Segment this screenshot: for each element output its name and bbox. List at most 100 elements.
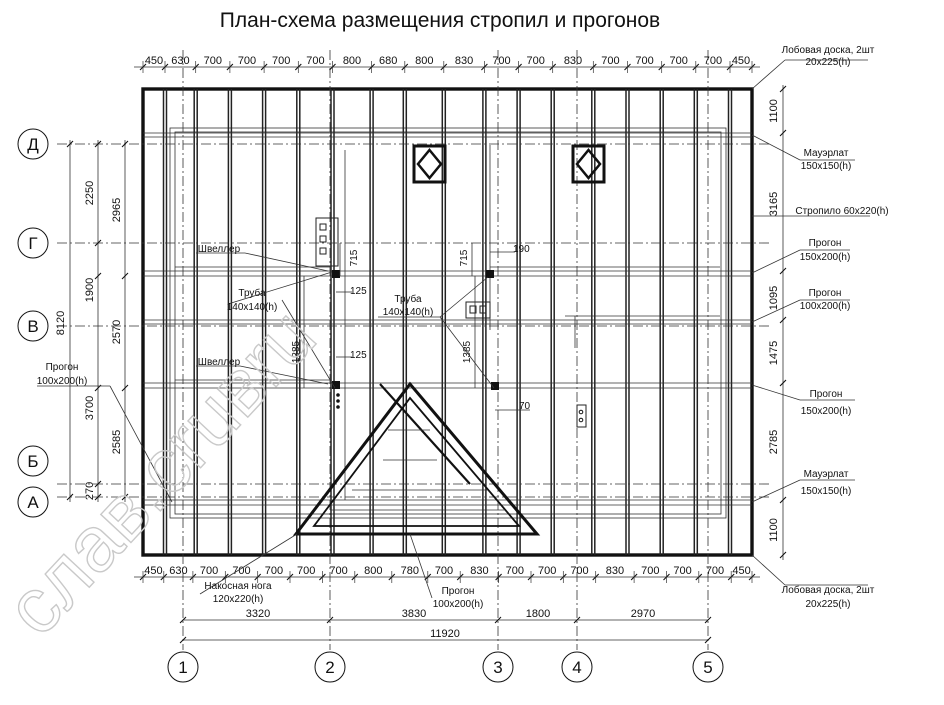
label-purlin-bot-2: 100x200(h) [433, 599, 484, 610]
top-dim-9: 830 [455, 55, 473, 67]
top-dim-0: 450 [145, 55, 163, 67]
label-purlin-left-2: 100x200(h) [37, 376, 88, 387]
callout-labels: Лобовая доска, 2шт 20x225(h) Мауэрлат 15… [37, 44, 889, 610]
inner-dimensions: 715 125 1385 125 715 190 1385 70 [291, 243, 531, 412]
bottom-dim-10: 830 [470, 565, 488, 577]
top-dim-7: 680 [379, 55, 397, 67]
label-hip-rafter-1: Накосная нога [204, 581, 272, 592]
right-dim-2: 1095 [768, 286, 780, 310]
right-dim-1: 3165 [768, 192, 780, 216]
inner-dim-715-b: 715 [459, 249, 470, 266]
label-purlin-v-2: 100x200(h) [800, 301, 851, 312]
top-dim-11: 700 [527, 55, 545, 67]
span-dimensions: 3320 3830 1800 2970 11920 [179, 608, 712, 644]
inner-dim-715-a: 715 [349, 249, 360, 266]
inner-dim-190: 190 [513, 244, 530, 255]
label-fascia-bot-2: 20x225(h) [805, 599, 850, 610]
inner-dim-70: 70 [519, 401, 531, 412]
top-dim-4: 700 [272, 55, 290, 67]
left-total-dim: 8120 [55, 311, 67, 335]
label-channel-1: Швеллер [198, 244, 241, 255]
left-outer-dim-0: 2250 [84, 181, 96, 205]
left-outer-dim-3: 270 [84, 482, 96, 500]
label-channel-2: Швеллер [198, 357, 241, 368]
chimney-left [412, 144, 447, 184]
bottom-dim-17: 700 [706, 565, 724, 577]
bottom-dim-5: 700 [297, 565, 315, 577]
bottom-dim-8: 780 [401, 565, 419, 577]
label-pipe-left-2: 140x140(h) [227, 302, 278, 313]
top-dim-3: 700 [238, 55, 256, 67]
axis-grid [57, 50, 770, 650]
label-purlin-v-1: Прогон [809, 288, 842, 299]
bottom-dim-14: 830 [606, 565, 624, 577]
label-pipe-left-1: Труба [238, 287, 266, 299]
bottom-dim-15: 700 [641, 565, 659, 577]
axis-row-v: В [27, 317, 38, 336]
chimney-right [571, 144, 606, 184]
inner-dim-125-a: 125 [350, 286, 367, 297]
bottom-dim-16: 700 [673, 565, 691, 577]
right-dim-5: 1100 [768, 518, 780, 542]
top-dim-12: 830 [564, 55, 582, 67]
column-axes: 1 2 3 4 5 [167, 651, 724, 683]
bottom-dim-13: 700 [570, 565, 588, 577]
top-dim-14: 700 [635, 55, 653, 67]
inner-dim-1385-b: 1385 [462, 340, 473, 363]
right-dimension-chain: 1100 3165 1095 1475 2785 1100 [768, 85, 787, 560]
label-mauerlat-bot-2: 150x150(h) [801, 486, 852, 497]
top-dim-1: 630 [171, 55, 189, 67]
rafters [162, 89, 733, 555]
drawing-title: План-схема размещения стропил и прогонов [220, 9, 660, 32]
bottom-dim-2: 700 [200, 565, 218, 577]
axis-row-b: Б [27, 452, 38, 471]
label-fascia-top-2: 20x225(h) [805, 57, 850, 68]
label-pipe-right-2: 140x140(h) [383, 307, 434, 318]
label-pipe-right-1: Труба [394, 293, 422, 305]
label-mauerlat-bot-1: Мауэрлат [804, 469, 849, 480]
bottom-dim-4: 700 [265, 565, 283, 577]
top-dim-16: 700 [704, 55, 722, 67]
left-outer-dim-2: 3700 [84, 396, 96, 420]
inner-dim-1385-a: 1385 [291, 340, 302, 363]
axis-col-2: 2 [325, 658, 334, 677]
label-purlin-g-1: Прогон [809, 238, 842, 249]
top-dim-8: 800 [415, 55, 433, 67]
axis-row-a: А [27, 493, 39, 512]
bottom-dim-7: 800 [364, 565, 382, 577]
label-mauerlat-top-2: 150x150(h) [801, 161, 852, 172]
wall-outline [169, 127, 727, 519]
bottom-dimension-chain: 450 630 700 700 700 700 700 800 780 700 830 700 700 7… [134, 565, 760, 583]
bottom-dim-1: 630 [169, 565, 187, 577]
left-mid-dim-0: 2965 [111, 198, 123, 222]
inner-dim-125-b: 125 [350, 350, 367, 361]
top-dim-10: 700 [492, 55, 510, 67]
span-dim-1: 3830 [402, 608, 426, 620]
span-dim-2: 1800 [526, 608, 550, 620]
axis-col-4: 4 [572, 658, 581, 677]
bottom-dim-0: 450 [144, 565, 162, 577]
top-dim-2: 700 [204, 55, 222, 67]
label-hip-rafter-2: 120x220(h) [213, 594, 264, 605]
hip-triangle [292, 381, 541, 536]
axis-col-1: 1 [178, 658, 187, 677]
right-dim-0: 1100 [768, 99, 780, 123]
right-dim-3: 1475 [768, 341, 780, 365]
left-mid-dim-1: 2570 [111, 320, 123, 344]
purlins [143, 132, 752, 506]
left-outer-dim-1: 1900 [84, 278, 96, 302]
right-dim-4: 2785 [768, 430, 780, 454]
bottom-dim-6: 700 [329, 565, 347, 577]
top-dim-15: 700 [670, 55, 688, 67]
top-dim-5: 700 [306, 55, 324, 67]
label-rafter: Стропило 60x220(h) [795, 206, 888, 217]
axis-row-d: Д [27, 135, 39, 154]
bottom-dim-12: 700 [538, 565, 556, 577]
top-dim-17: 450 [732, 55, 750, 67]
label-purlin-g-2: 150x200(h) [800, 252, 851, 263]
bottom-dim-3: 700 [232, 565, 250, 577]
label-purlin-bot-1: Прогон [442, 586, 475, 597]
left-dimension-chains: 8120 2250 1900 3700 270 2965 2570 2585 [55, 140, 129, 502]
